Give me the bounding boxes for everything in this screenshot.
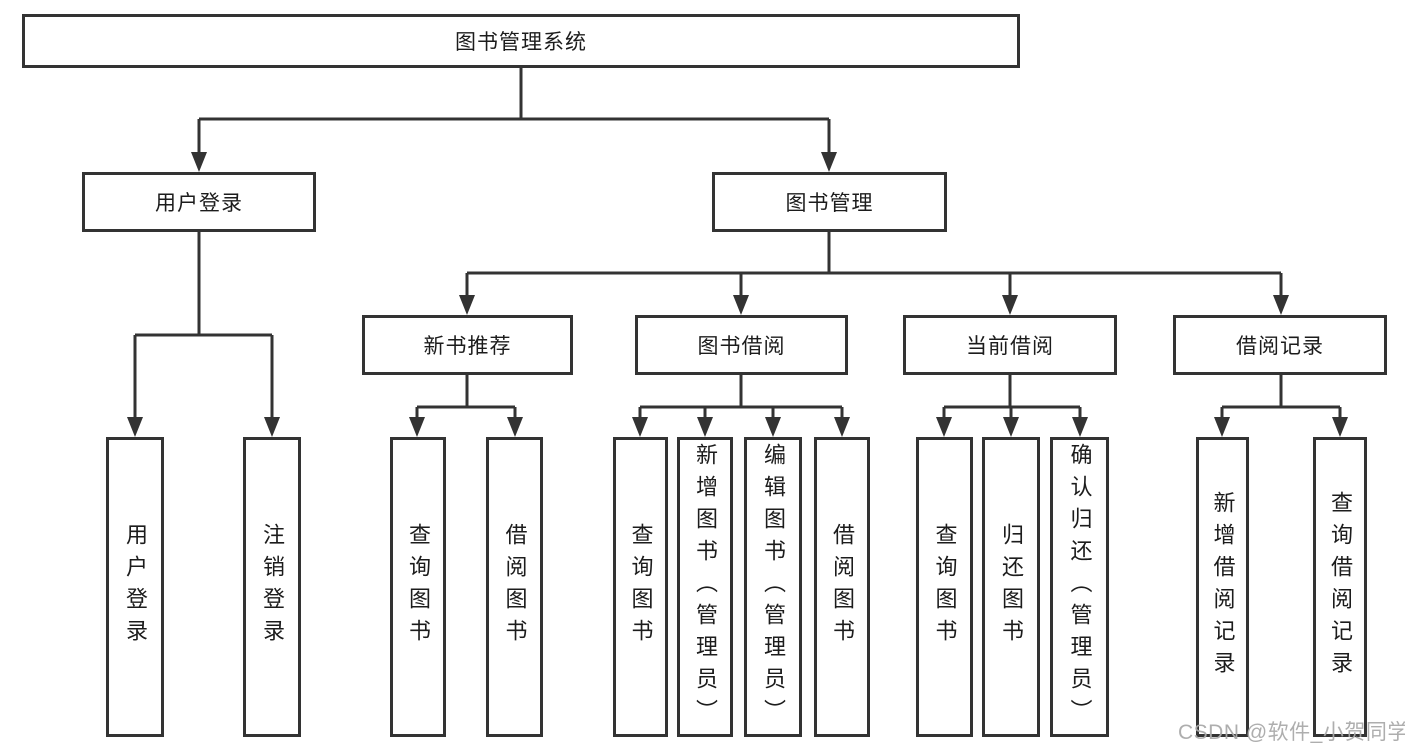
node-book-management: 图书管理 — [712, 172, 947, 232]
leaf-label: 归还图书 — [999, 523, 1024, 651]
leaf-query-books-recommend: 查询图书 — [390, 437, 446, 737]
leaf-add-books-admin: 新增图书（管理员） — [677, 437, 733, 737]
leaf-label: 新增图书（管理员） — [693, 443, 718, 731]
node-label: 新书推荐 — [423, 335, 512, 358]
node-library-management-system: 图书管理系统 — [22, 14, 1020, 68]
leaf-label: 借阅图书 — [830, 523, 855, 651]
leaf-borrow-books-recommend: 借阅图书 — [486, 437, 543, 737]
leaf-edit-books-admin: 编辑图书（管理员） — [744, 437, 802, 737]
node-new-book-recommendation: 新书推荐 — [362, 315, 573, 375]
leaf-label: 借阅图书 — [502, 523, 528, 651]
node-label: 图书借阅 — [697, 335, 786, 358]
leaf-confirm-return-admin: 确认归还（管理员） — [1050, 437, 1109, 737]
leaf-label: 确认归还（管理员） — [1067, 443, 1093, 731]
leaf-logout: 注销登录 — [243, 437, 301, 737]
leaf-query-books-current: 查询图书 — [916, 437, 973, 737]
leaf-label: 查询图书 — [628, 523, 654, 651]
leaf-label: 编辑图书（管理员） — [761, 443, 786, 731]
node-borrowing-records: 借阅记录 — [1173, 315, 1387, 375]
node-user-login: 用户登录 — [82, 172, 316, 232]
leaf-label: 注销登录 — [260, 523, 285, 651]
node-label: 当前借阅 — [966, 335, 1054, 358]
node-label: 图书管理 — [785, 192, 874, 215]
leaf-query-books-borrow: 查询图书 — [613, 437, 668, 737]
leaf-label: 用户登录 — [123, 523, 148, 651]
leaf-query-borrow-record: 查询借阅记录 — [1313, 437, 1367, 737]
leaf-borrow-books-borrow: 借阅图书 — [814, 437, 870, 737]
node-label: 图书管理系统 — [455, 31, 587, 54]
leaf-user-login: 用户登录 — [106, 437, 164, 737]
node-book-borrowing: 图书借阅 — [635, 315, 848, 375]
leaf-label: 查询借阅记录 — [1328, 491, 1353, 683]
leaf-add-borrow-record: 新增借阅记录 — [1196, 437, 1249, 737]
leaf-label: 新增借阅记录 — [1210, 491, 1236, 683]
node-label: 用户登录 — [155, 192, 243, 215]
node-current-borrowing: 当前借阅 — [903, 315, 1117, 375]
leaf-label: 查询图书 — [932, 523, 958, 651]
csdn-watermark: CSDN @软件_小贺同学 — [1178, 721, 1405, 744]
leaf-return-books: 归还图书 — [982, 437, 1040, 737]
leaf-label: 查询图书 — [406, 523, 431, 651]
node-label: 借阅记录 — [1236, 335, 1324, 358]
